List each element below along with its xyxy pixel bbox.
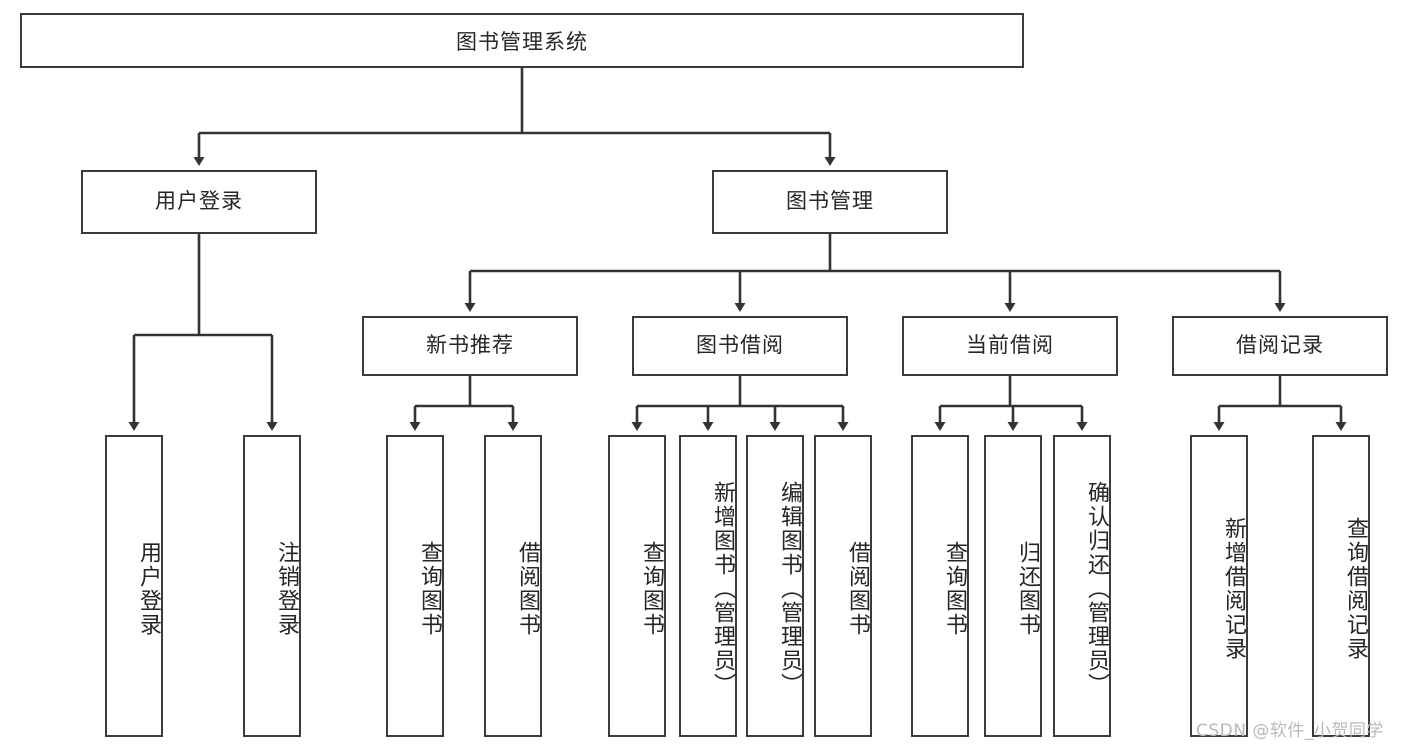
node-leaf-user-login[interactable]: 用户登录 bbox=[105, 435, 163, 737]
node-leaf-add-book-label: 新增图书（管理员） bbox=[710, 481, 735, 697]
node-borrow-record-label: 借阅记录 bbox=[1236, 333, 1324, 358]
node-leaf-edit-book-label: 编辑图书（管理员） bbox=[777, 481, 802, 697]
node-leaf-query-book-2-label: 查询图书 bbox=[639, 541, 664, 637]
node-leaf-borrow-book-2[interactable]: 借阅图书 bbox=[814, 435, 872, 737]
node-leaf-query-book-3[interactable]: 查询图书 bbox=[911, 435, 969, 737]
node-leaf-return-book-label: 归还图书 bbox=[1015, 541, 1040, 637]
node-leaf-user-login-label: 用户登录 bbox=[136, 541, 161, 637]
node-leaf-query-book-1[interactable]: 查询图书 bbox=[386, 435, 444, 737]
node-leaf-logout[interactable]: 注销登录 bbox=[243, 435, 301, 737]
node-leaf-confirm-return-label: 确认归还（管理员） bbox=[1084, 481, 1109, 697]
node-leaf-confirm-return[interactable]: 确认归还（管理员） bbox=[1053, 435, 1111, 737]
node-leaf-edit-book[interactable]: 编辑图书（管理员） bbox=[746, 435, 804, 737]
node-leaf-query-book-3-label: 查询图书 bbox=[942, 541, 967, 637]
node-new-book-rec[interactable]: 新书推荐 bbox=[362, 316, 578, 376]
node-root[interactable]: 图书管理系统 bbox=[20, 13, 1024, 68]
node-leaf-query-record[interactable]: 查询借阅记录 bbox=[1312, 435, 1370, 737]
node-leaf-return-book[interactable]: 归还图书 bbox=[984, 435, 1042, 737]
node-leaf-add-book[interactable]: 新增图书（管理员） bbox=[679, 435, 737, 737]
node-leaf-query-record-label: 查询借阅记录 bbox=[1343, 517, 1368, 661]
node-leaf-add-record-label: 新增借阅记录 bbox=[1221, 517, 1246, 661]
node-leaf-logout-label: 注销登录 bbox=[274, 541, 299, 637]
node-current-borrow-label: 当前借阅 bbox=[966, 333, 1054, 358]
node-leaf-add-record[interactable]: 新增借阅记录 bbox=[1190, 435, 1248, 737]
node-leaf-borrow-book-1-label: 借阅图书 bbox=[515, 541, 540, 637]
node-book-manage-label: 图书管理 bbox=[786, 189, 874, 214]
node-book-borrow-label: 图书借阅 bbox=[696, 333, 784, 358]
node-current-borrow[interactable]: 当前借阅 bbox=[902, 316, 1118, 376]
node-borrow-record[interactable]: 借阅记录 bbox=[1172, 316, 1388, 376]
node-leaf-borrow-book-2-label: 借阅图书 bbox=[845, 541, 870, 637]
node-book-manage[interactable]: 图书管理 bbox=[712, 170, 948, 234]
node-leaf-query-book-2[interactable]: 查询图书 bbox=[608, 435, 666, 737]
node-user-login-label: 用户登录 bbox=[155, 189, 243, 214]
node-leaf-borrow-book-1[interactable]: 借阅图书 bbox=[484, 435, 542, 737]
node-new-book-rec-label: 新书推荐 bbox=[426, 333, 514, 358]
node-root-label: 图书管理系统 bbox=[456, 29, 588, 54]
watermark-credit: CSDN @软件_小贺同学 bbox=[1196, 721, 1384, 741]
node-leaf-query-book-1-label: 查询图书 bbox=[417, 541, 442, 637]
node-book-borrow[interactable]: 图书借阅 bbox=[632, 316, 848, 376]
node-user-login[interactable]: 用户登录 bbox=[81, 170, 317, 234]
